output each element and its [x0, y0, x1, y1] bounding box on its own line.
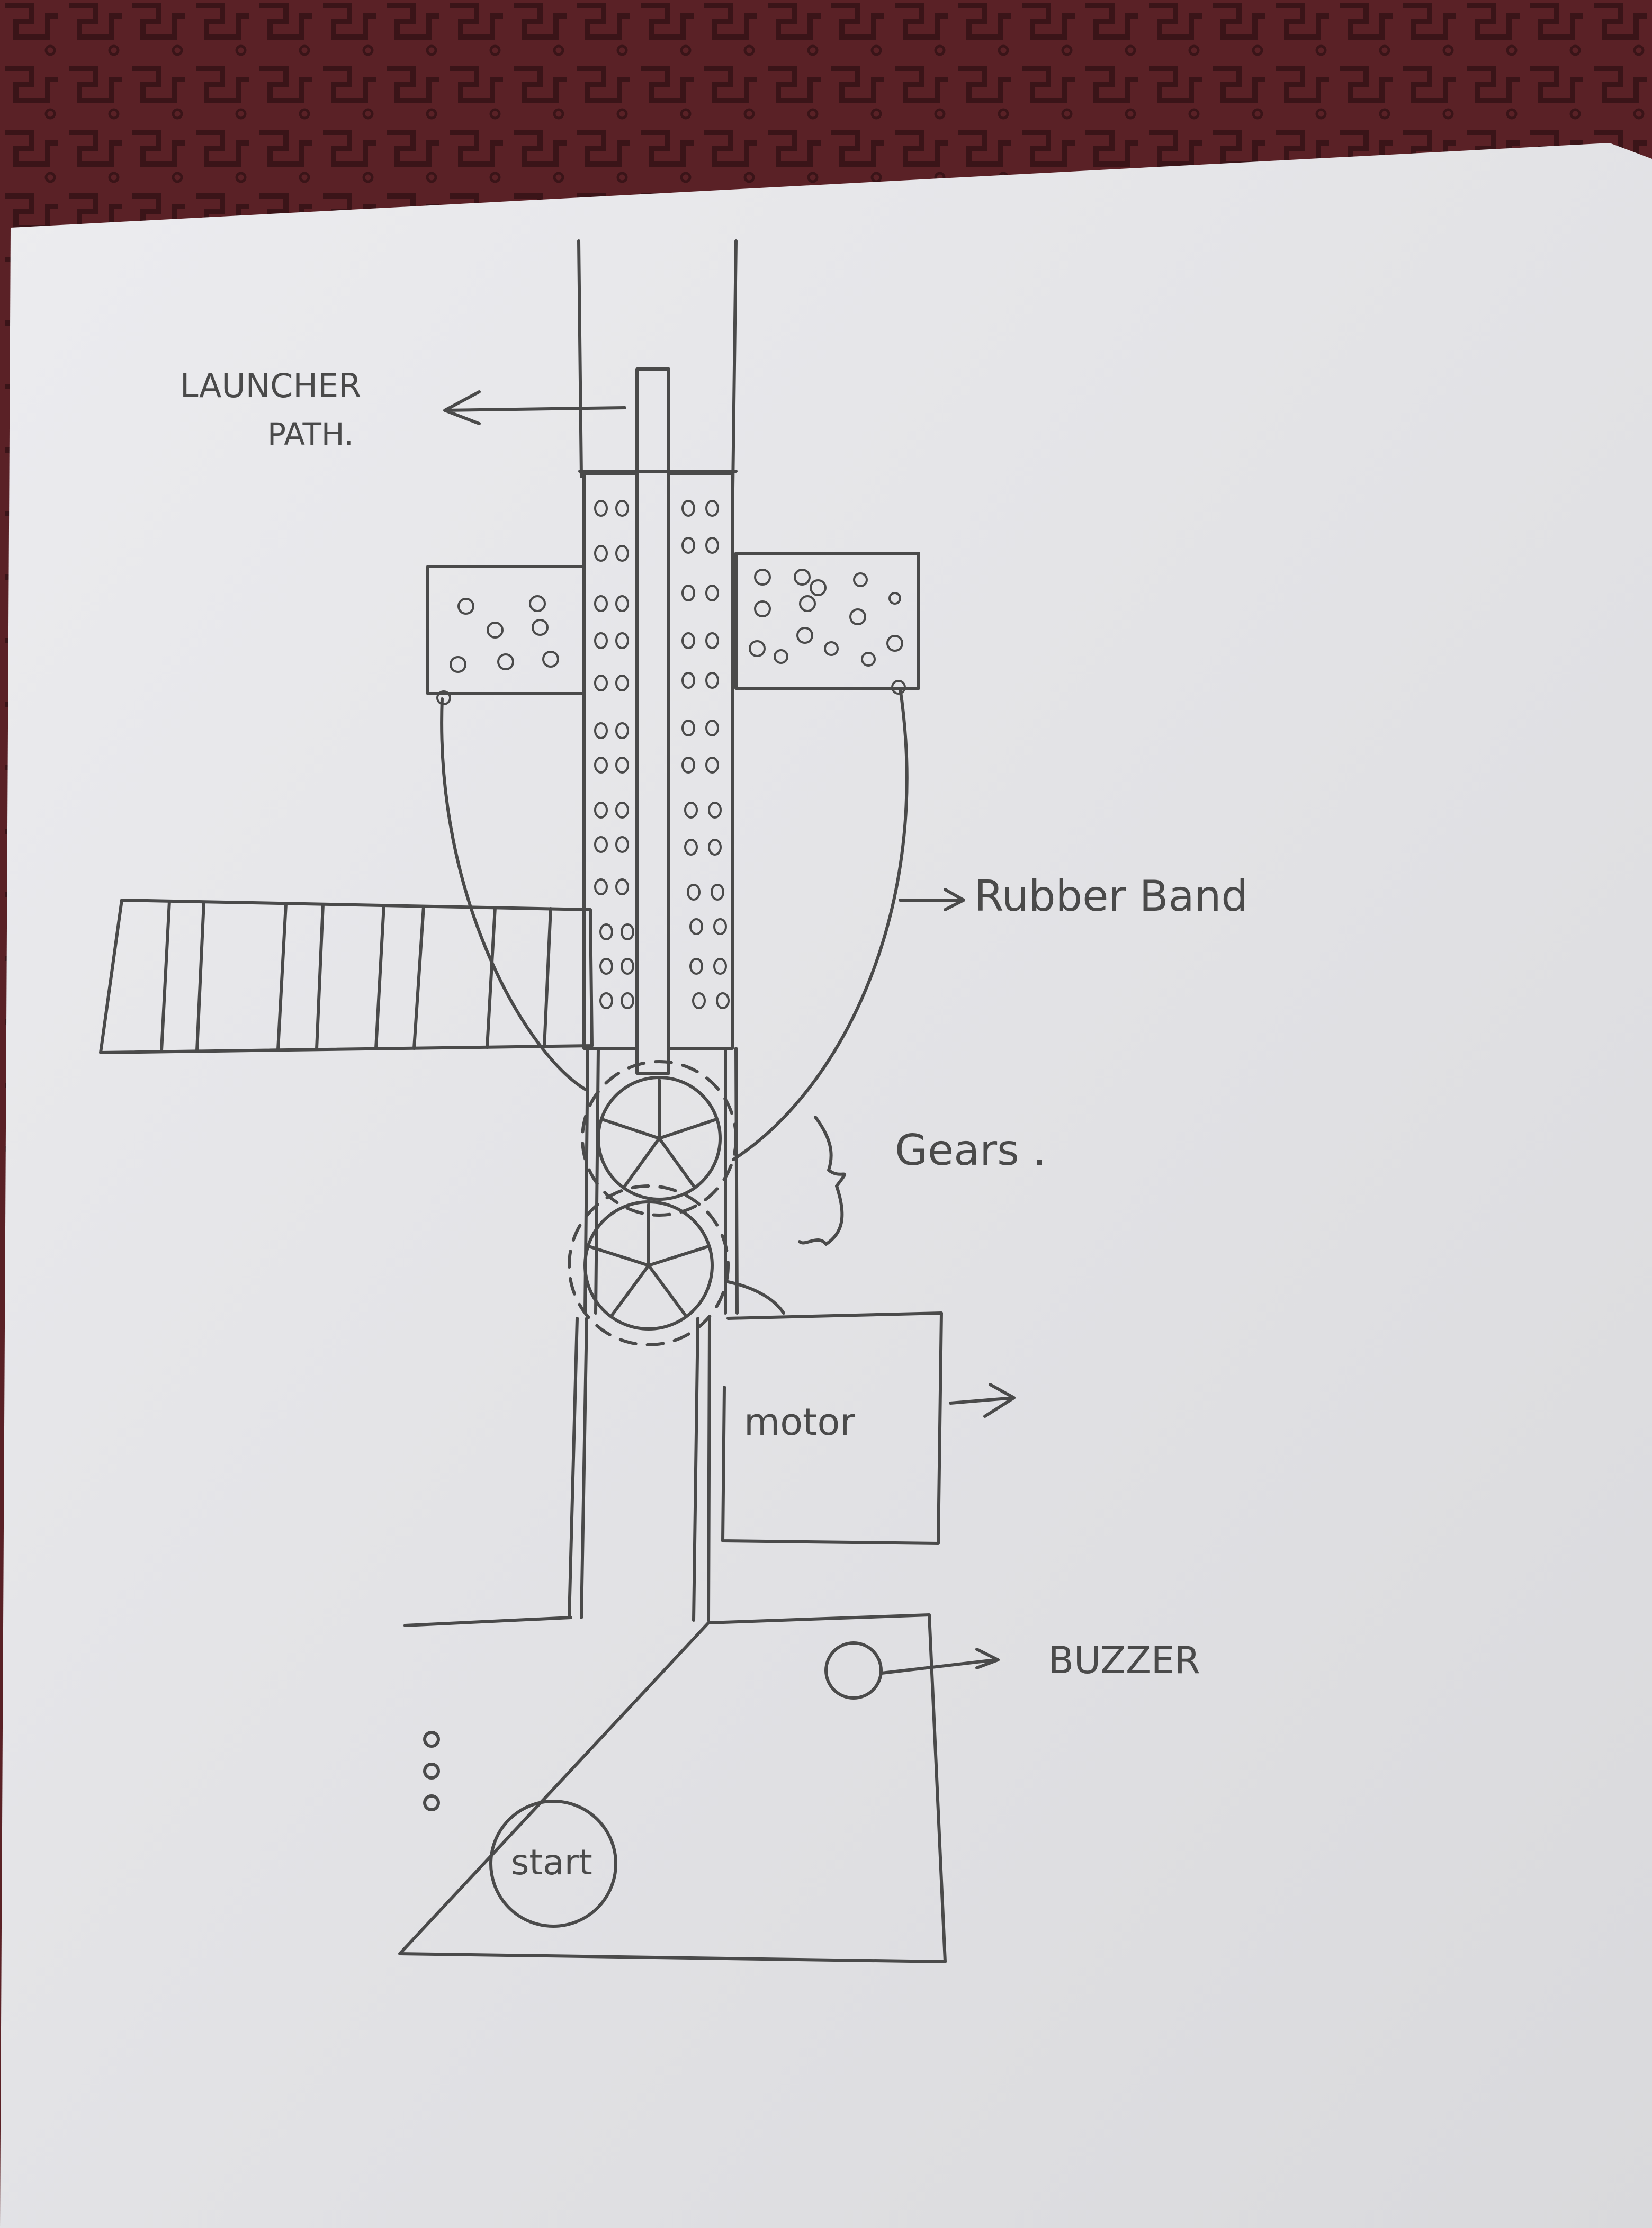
motor-label: motor — [744, 1400, 855, 1444]
rubber-band-label: Rubber Band — [974, 872, 1248, 921]
buzzer-label: BUZZER — [1048, 1639, 1200, 1682]
launcher-path-label-line1: LAUNCHER — [180, 366, 361, 405]
start-label: start — [511, 1842, 592, 1883]
gears-label: Gears . — [895, 1126, 1046, 1175]
paper-sheet — [0, 143, 1652, 2228]
launcher-path-label-line2: PATH. — [267, 416, 354, 452]
